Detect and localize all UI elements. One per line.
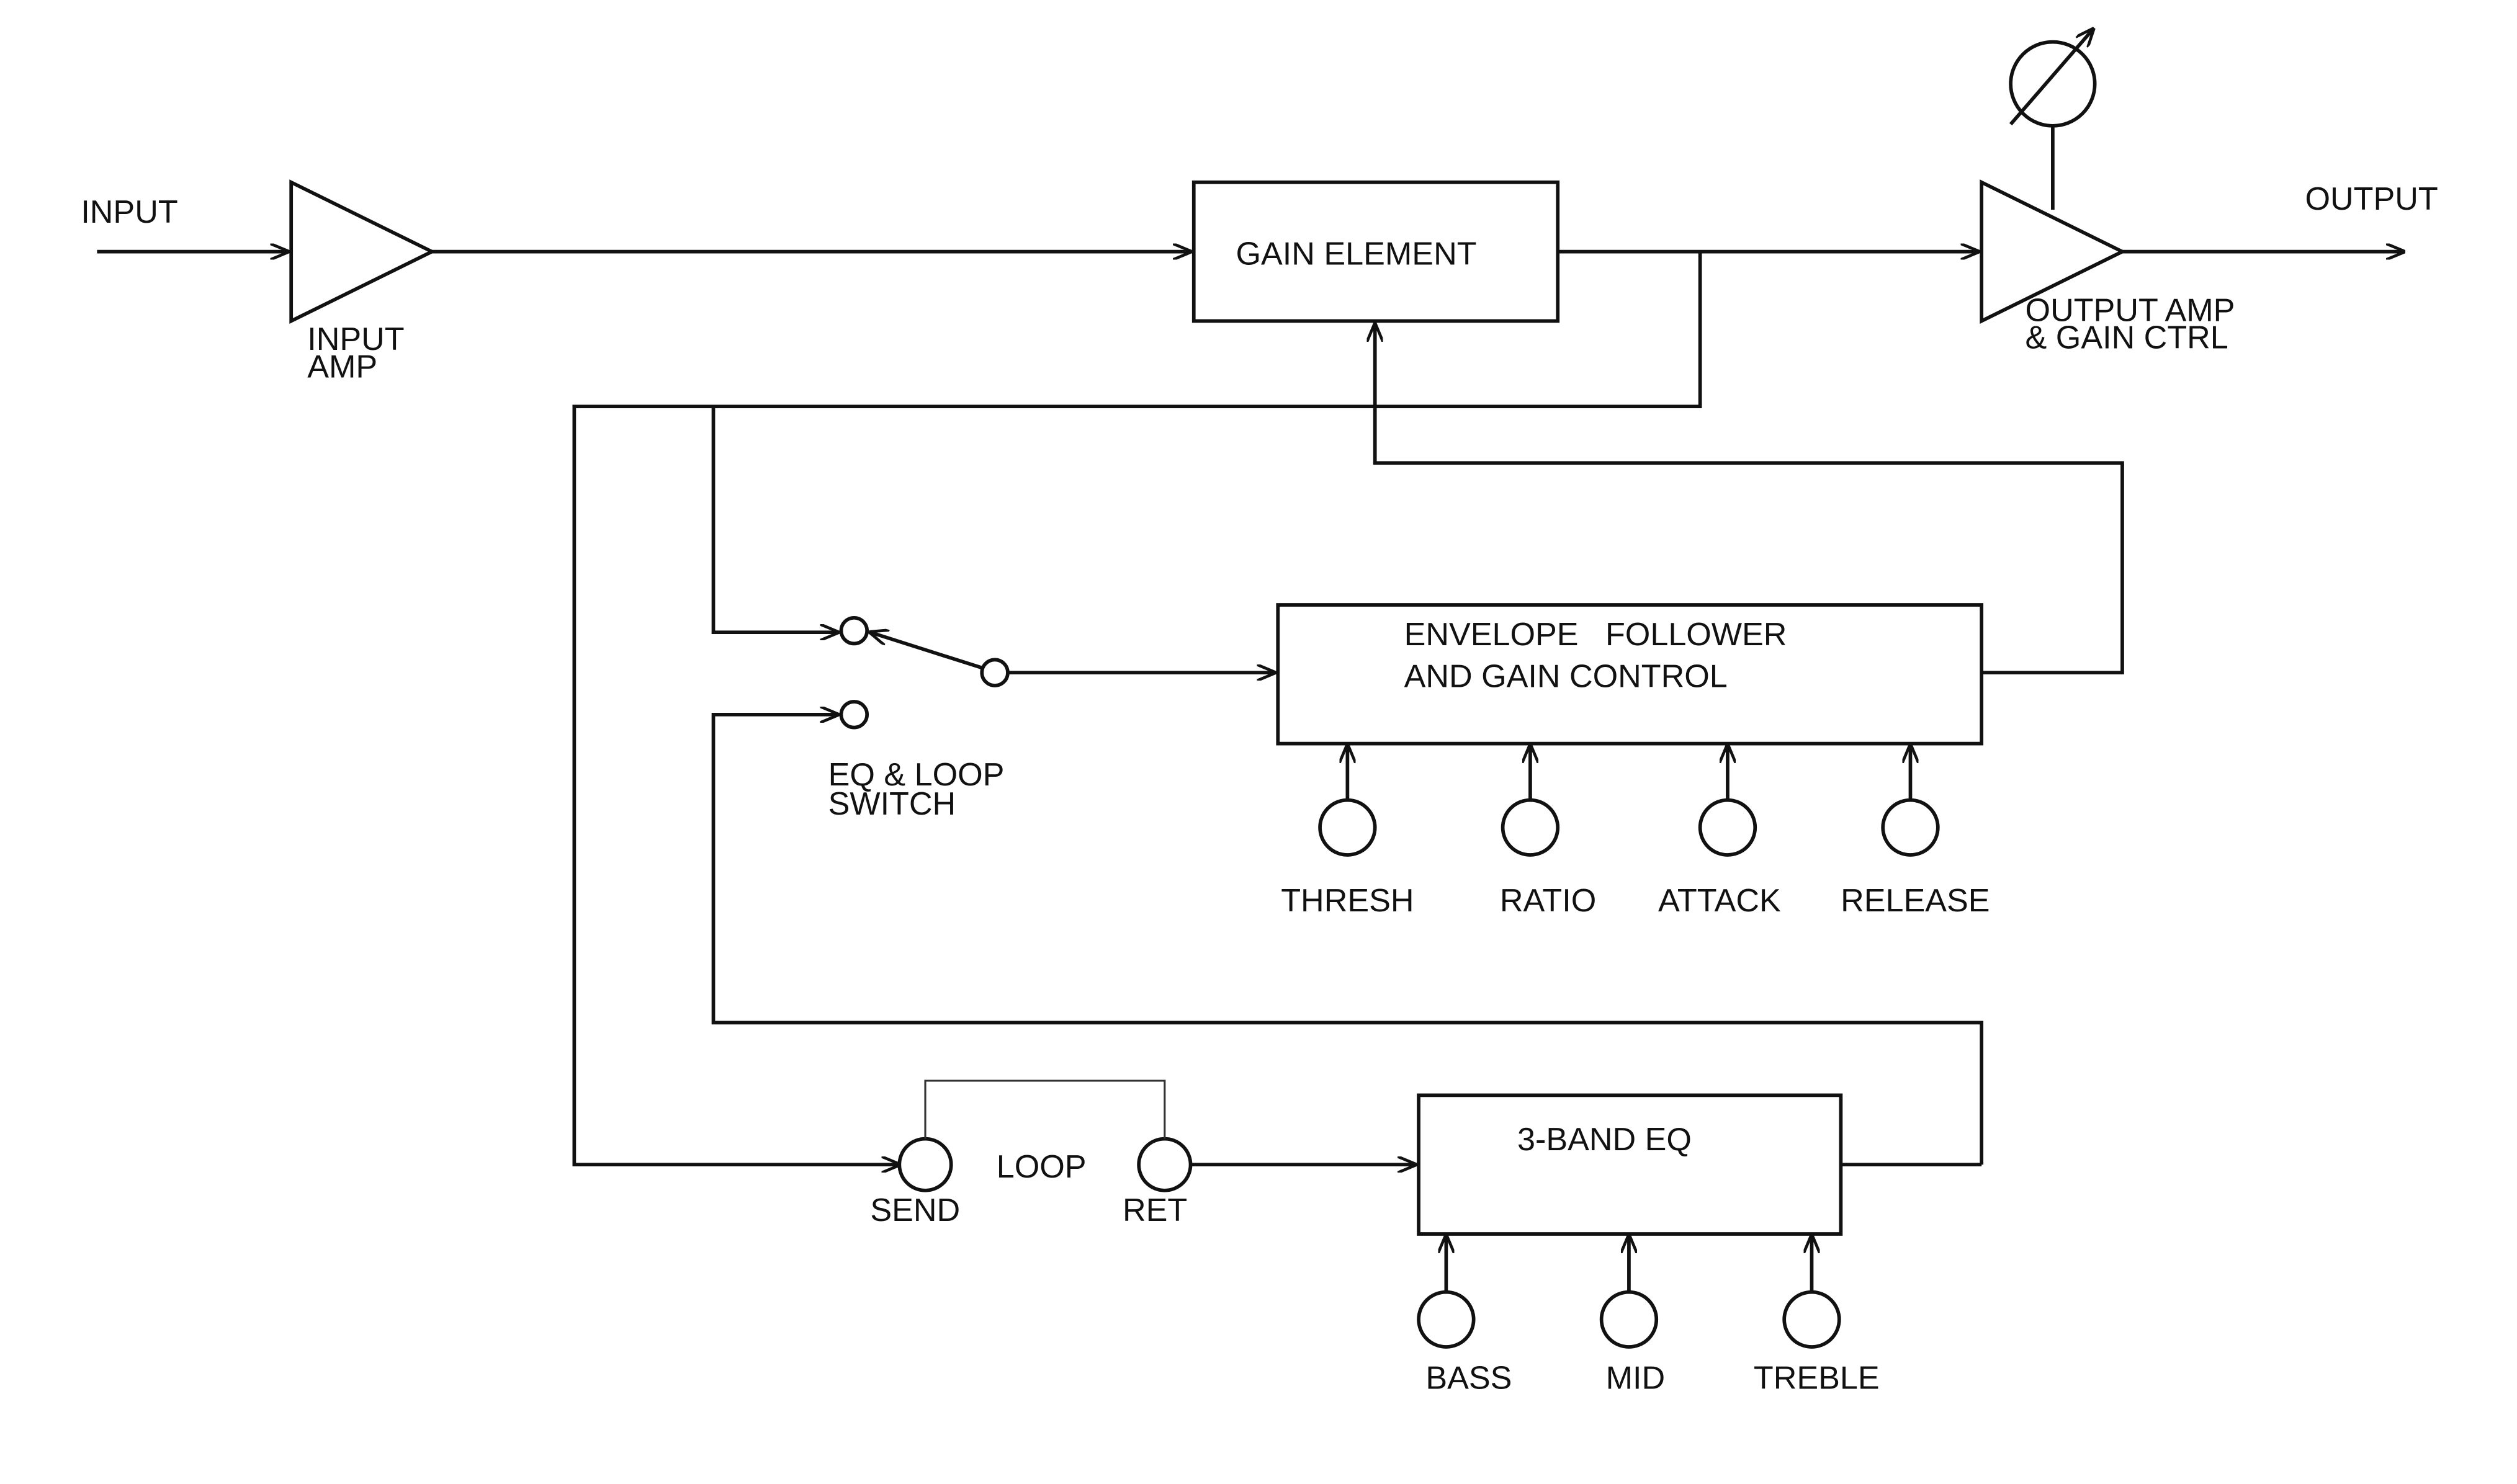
input-amp-label-line1: INPUT [307,321,404,357]
gain-meter-icon [2009,40,2097,128]
treble-knob-icon [1782,1290,1841,1349]
switch-label-line1: EQ & LOOP [828,757,1005,793]
send-jack-icon [897,1137,953,1192]
bass-knob: BASS [1417,1236,1512,1397]
attack-knob: ATTACK [1658,745,1781,919]
bass-knob-icon [1417,1290,1476,1349]
ratio-knob: RATIO [1500,745,1596,919]
switch-contact-b [839,700,869,730]
switch-contact-a [839,615,869,646]
thresh-label: THRESH [1281,883,1414,919]
input-amp [289,179,436,324]
treble-knob: TREBLE [1754,1236,1880,1397]
ret-label: RET [1123,1192,1187,1228]
three-band-eq-block [1417,1093,1843,1236]
bass-label: BASS [1425,1361,1512,1397]
release-label: RELEASE [1841,883,1990,919]
loop-label: LOOP [997,1149,1087,1185]
switch-input-a-wire [711,406,838,632]
env-label-line2: AND GAIN CONTROL [1404,659,1728,695]
release-knob-icon [1881,798,1940,857]
send-label: SEND [870,1192,960,1228]
switch-label-line2: SWITCH [828,786,956,822]
env-label-line1: ENVELOPE FOLLOWER [1404,617,1787,653]
switch-input-b-wire [711,715,1984,1165]
thresh-knob-icon [1318,798,1377,857]
attack-knob-icon [1698,798,1757,857]
mid-label: MID [1606,1361,1666,1397]
input-amp-label-line2: AMP [307,349,377,385]
gain-element-label: GAIN ELEMENT [1236,236,1477,272]
output-amp-label-line2: & GAIN CTRL [2026,320,2228,356]
eq-label: 3-BAND EQ [1517,1122,1692,1158]
attack-label: ATTACK [1658,883,1781,919]
switch-lever [870,632,983,670]
loop-bridge [924,1079,1166,1139]
output-amp [1980,179,2127,324]
switch-common [980,658,1010,687]
input-label: INPUT [81,194,177,230]
thresh-knob: THRESH [1281,745,1414,919]
eq-controls: BASS MID TREBLE [1417,1236,1880,1397]
ratio-knob-icon [1501,798,1560,857]
env-controls: THRESH RATIO ATTACK RELEASE [1281,745,1990,919]
release-knob: RELEASE [1841,745,1990,919]
mid-knob: MID [1599,1236,1666,1397]
output-label: OUTPUT [2305,181,2438,217]
ratio-label: RATIO [1500,883,1596,919]
return-jack-icon [1137,1137,1193,1192]
output-amp-label-line1: OUTPUT AMP [2026,292,2235,328]
tap-wire [572,251,1702,1165]
mid-knob-icon [1599,1290,1659,1349]
env-to-gain-wire [1375,324,2124,675]
treble-label: TREBLE [1754,1361,1880,1397]
meter-needle [2009,29,2093,126]
